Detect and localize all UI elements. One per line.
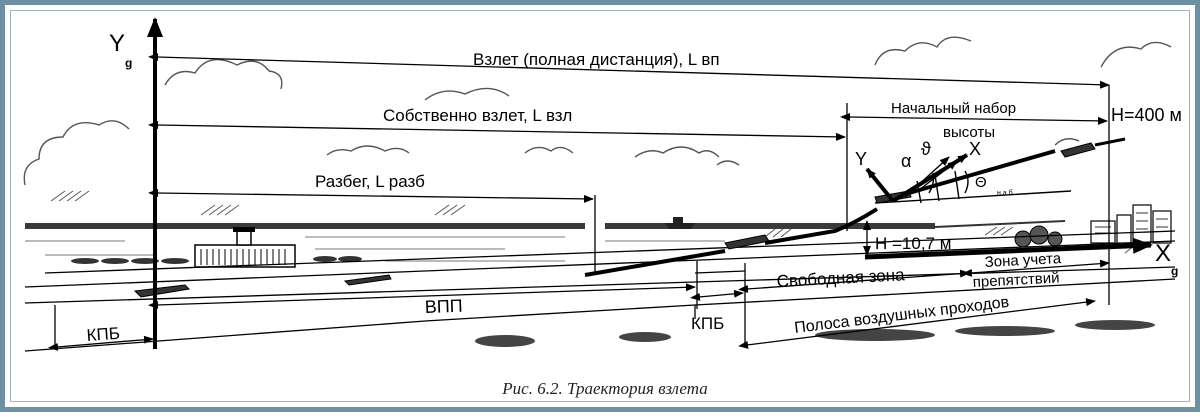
dim-kpb-left [48,335,154,351]
cloud-6 [634,146,720,158]
trees [1014,225,1063,248]
sky-hatching [50,190,1144,254]
dim-kpb-right [690,289,744,301]
body-axes [865,153,969,203]
takeoff-proper-label: Собственно взлет, L взл [383,106,572,125]
cloud-7 [716,160,740,166]
runway-label: ВПП [424,296,463,317]
cloud-4 [326,145,410,156]
kpb-right-label: КПБ [691,314,724,333]
x-axis [864,237,1153,260]
city-buildings [1090,204,1172,244]
x-axis-label: X [1155,240,1171,267]
cloud-10 [1054,138,1080,146]
obstacle-zone-label-2: препятствий [972,269,1060,291]
x-axis-subscript: g [1171,264,1178,278]
kpb-left-label: КПБ [86,324,121,345]
theta-label: ϑ [921,139,931,159]
alpha-label: α [901,151,911,171]
dimension-lines [48,53,1110,351]
treeline-right [605,223,935,229]
cloud-1 [164,58,283,90]
initial-climb-label-1: Начальный набор [891,100,1016,117]
dim-obstacle-zone [962,259,1110,277]
y-axis-subscript: g [125,56,132,70]
dim-air-strip [738,298,1096,349]
dim-runway [148,283,696,309]
body-x-label: X [969,139,981,159]
horizon [25,220,1066,229]
y-axis-label: Y [109,30,125,57]
dim-clearway [738,269,970,293]
body-y-axis [865,167,895,203]
trajectory [584,137,1126,277]
takeoff-run-label: Разбег, L разб [315,172,425,191]
dim-takeoff-full [148,53,1110,89]
dim-takeoff-proper [148,121,846,141]
cloud-8 [874,36,972,66]
dim-takeoff-run [148,189,594,203]
figure-inner-border [10,10,1190,402]
obstacle-zone-label-1: Зона учета [984,250,1062,271]
nab-subscript: н а б [997,189,1013,197]
control-tower [236,230,252,246]
treeline-left [25,223,585,229]
height-400-label: H=400 м [1111,105,1182,125]
figure-caption: Рис. 6.2. Траектория взлета [502,379,708,398]
water-lines [25,236,725,262]
takeoff-diagram: Y g X g [23,17,1182,352]
initial-climb-label-2: высоты [943,124,995,141]
clearway-label: Свободная зона [776,265,905,291]
strip-far-edge [24,240,1176,288]
parked-aircraft [71,256,362,264]
cloud-9 [1100,41,1172,68]
big-theta-label: Θ [975,174,987,191]
cloud-5 [524,146,574,154]
cloud-3 [424,87,510,101]
dim-initial-climb [840,113,1108,125]
angle-lines [874,156,1072,204]
height-10-label: H =10,7 м [875,234,951,253]
takeoff-full-label: Взлет (полная дистанция), L вп [473,50,720,69]
cloud-2 [23,120,130,186]
ship-icon [665,217,695,229]
terminal-building [194,227,296,268]
body-y-label: Y [855,149,867,169]
